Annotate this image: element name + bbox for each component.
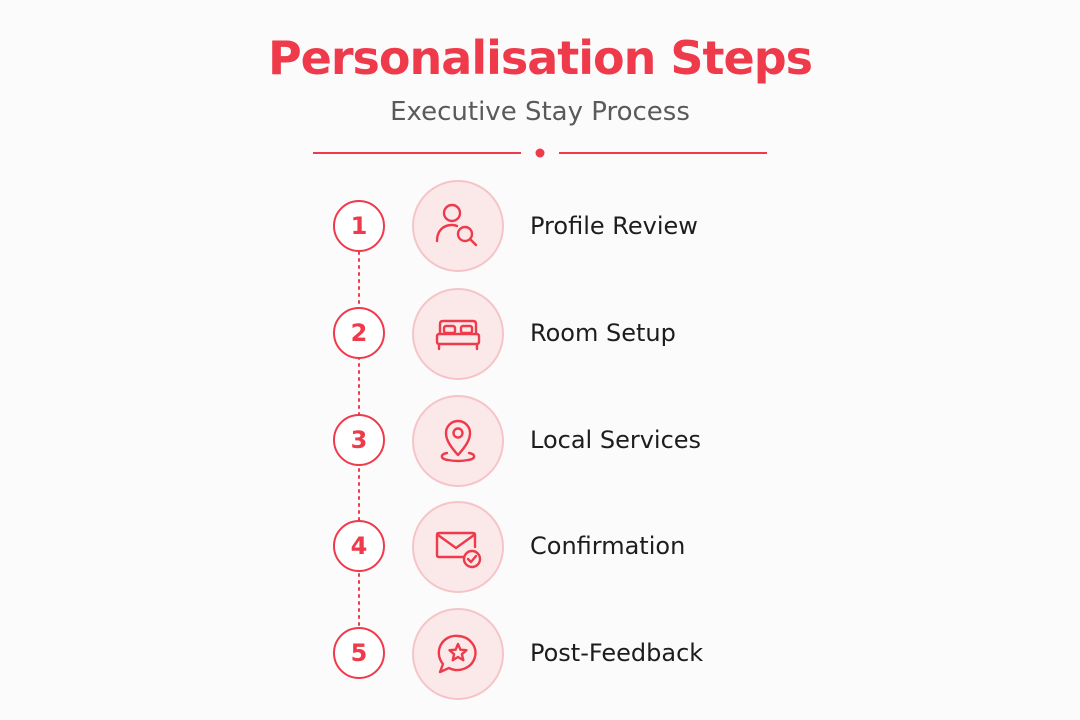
step-number-2: 2: [333, 307, 385, 359]
page-title: Personalisation Steps: [267, 31, 813, 85]
step-label-1: Profile Review: [530, 212, 698, 240]
step-icon-circle-3: [412, 395, 504, 487]
step-icon-circle-1: [412, 180, 504, 272]
step-icon-circle-4: [412, 501, 504, 593]
bed-icon: [435, 319, 481, 351]
page-subtitle: Executive Stay Process: [390, 97, 690, 127]
mail-check-icon: [435, 531, 482, 569]
divider-dot: [535, 148, 545, 158]
step-icon-circle-5: [412, 608, 504, 700]
step-number-4: 4: [333, 520, 385, 572]
step-number-5: 5: [333, 627, 385, 679]
step-number-3: 3: [333, 414, 385, 466]
step-label-4: Confirmation: [530, 532, 686, 560]
step-icon-circle-2: [412, 288, 504, 380]
step-label-2: Room Setup: [530, 319, 676, 347]
title-divider: [313, 148, 767, 158]
step-number-1: 1: [333, 200, 385, 252]
step-label-3: Local Services: [530, 426, 702, 454]
step-label-5: Post-Feedback: [530, 639, 704, 667]
user-search-icon: [435, 203, 478, 247]
star-chat-icon: [437, 634, 477, 674]
map-pin-icon: [440, 419, 476, 463]
